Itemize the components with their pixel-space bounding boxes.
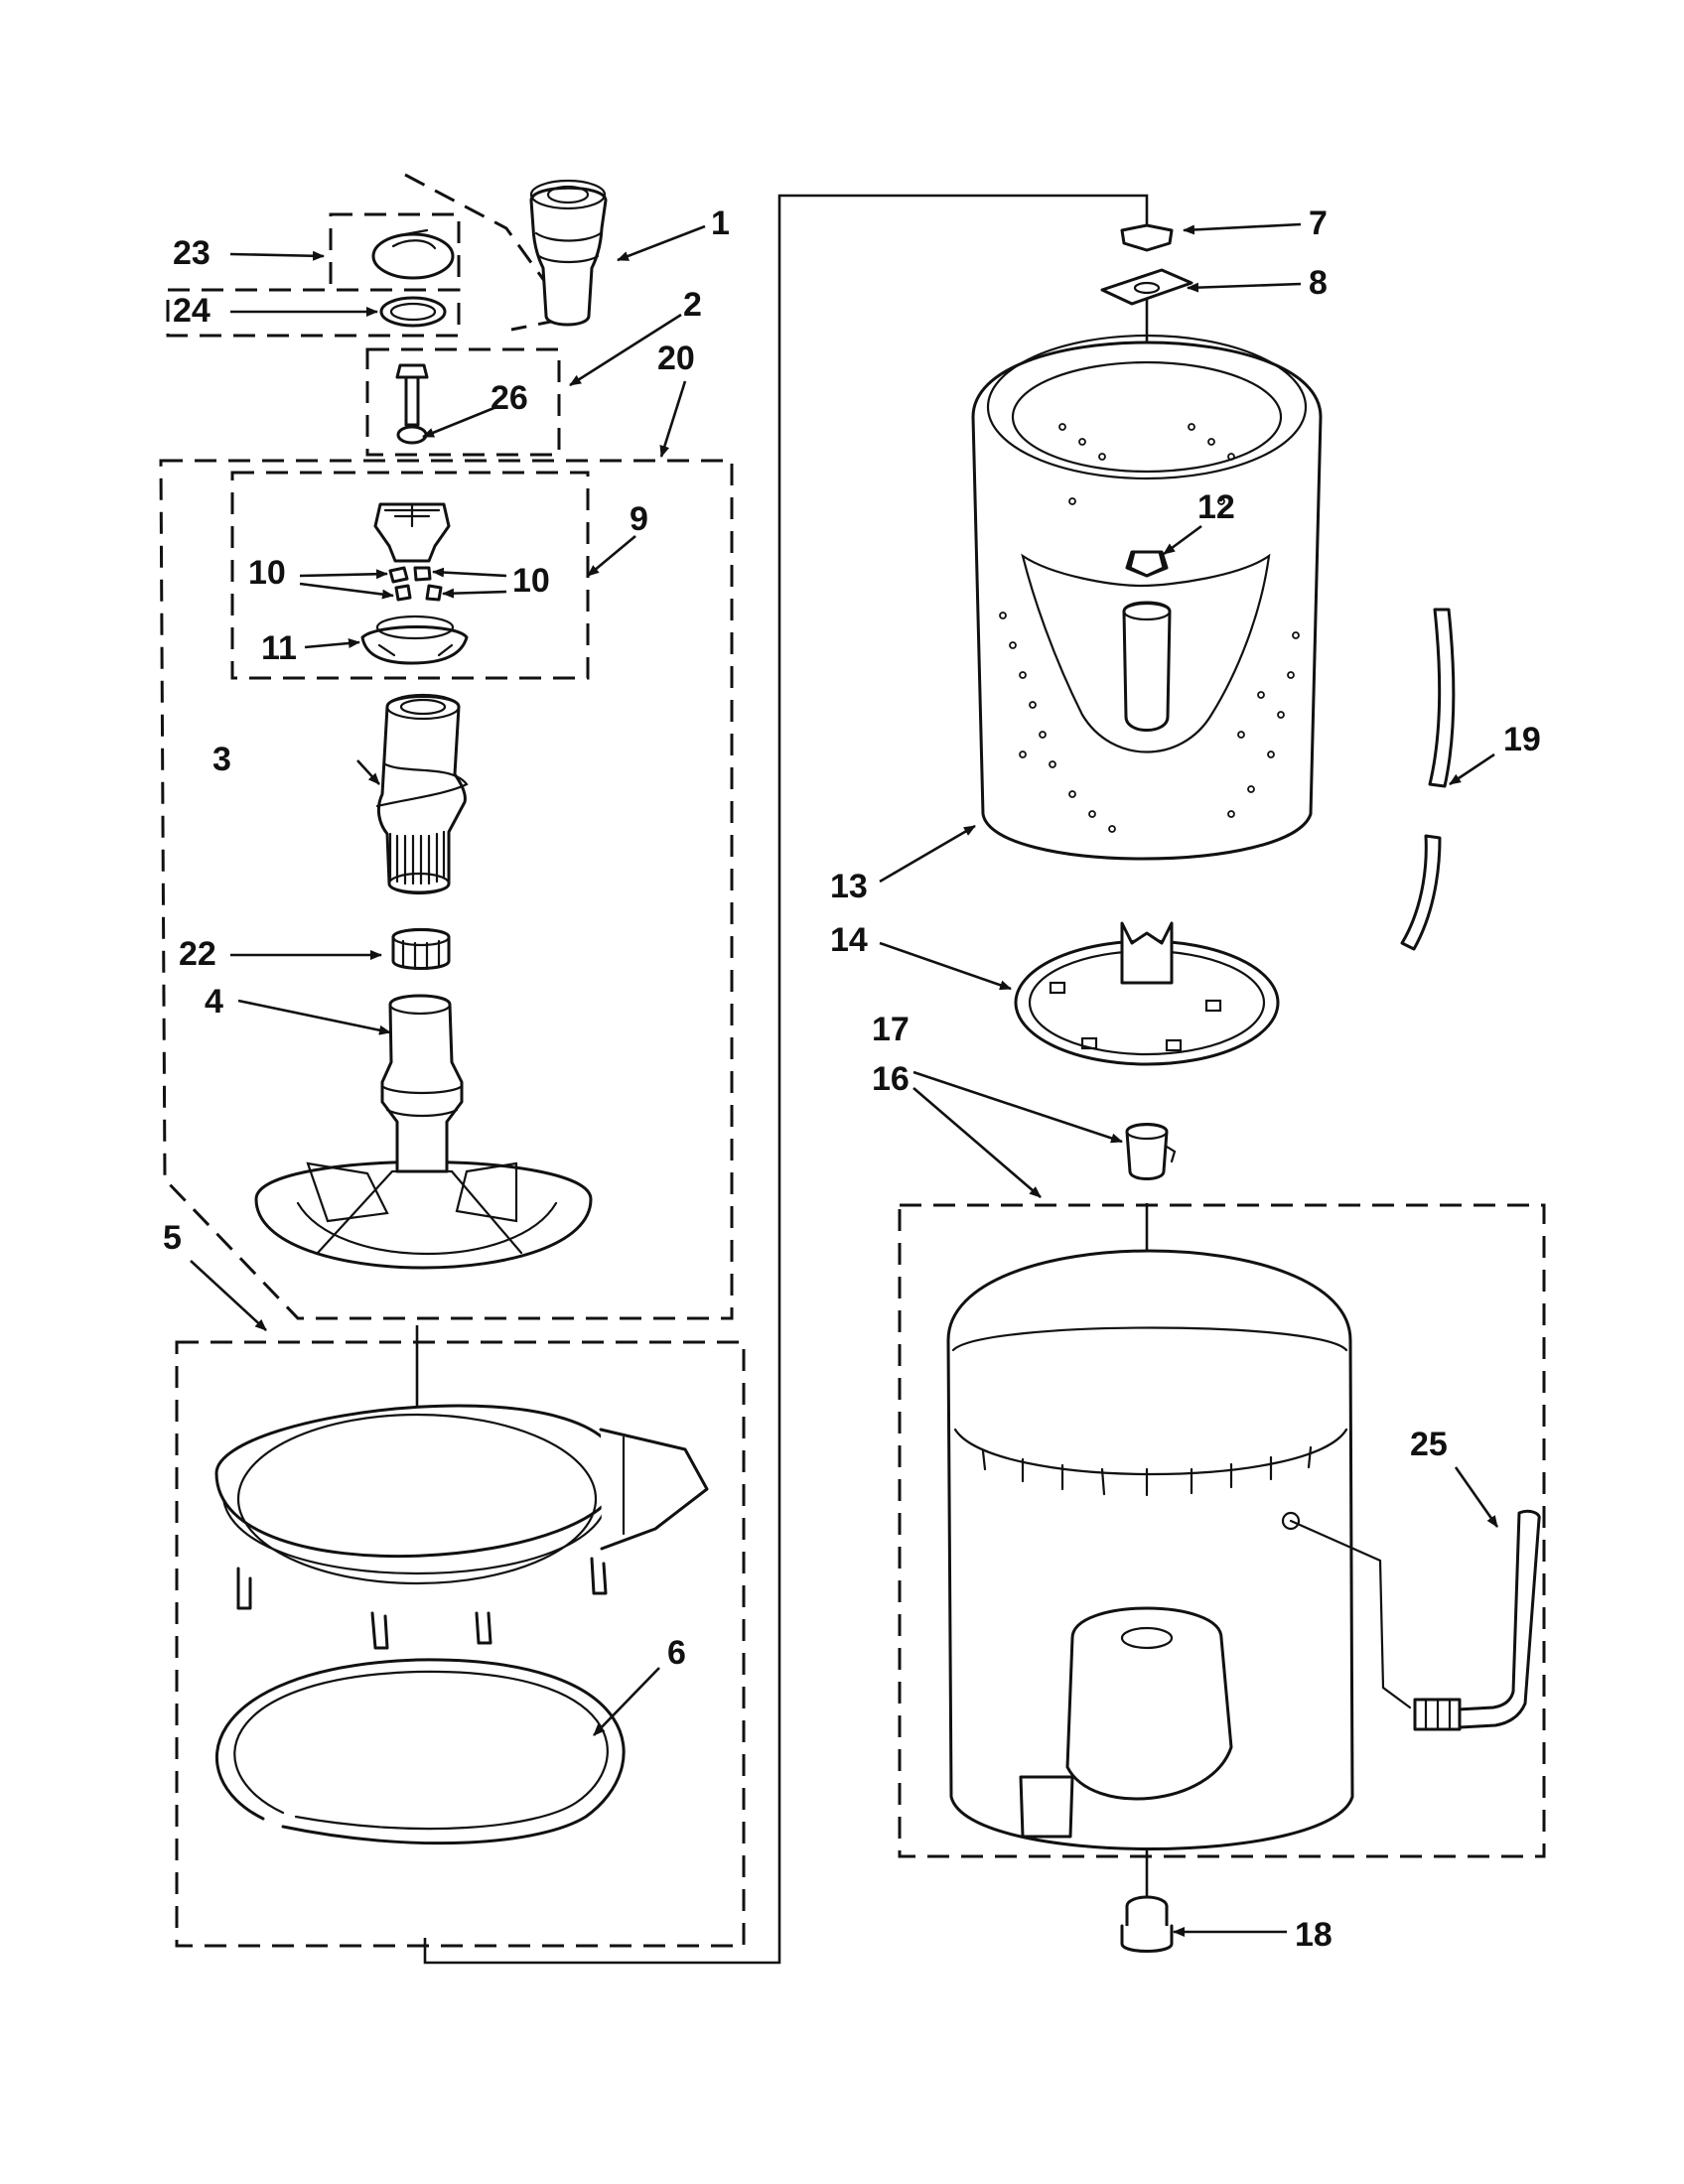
group-box-24 — [166, 288, 461, 338]
part-26-bolt — [395, 363, 429, 445]
part-13-spin-basket — [971, 334, 1323, 861]
group-box-5 — [175, 1340, 746, 1948]
callouts: 1 2 3 4 5 6 7 8 9 10 10 11 12 13 14 16 1… — [163, 205, 1541, 1954]
part-1-dispenser — [529, 179, 608, 327]
part-3-agitator — [375, 693, 469, 895]
callout-22: 22 — [179, 935, 216, 973]
part-4-drive-hub — [254, 994, 593, 1270]
part-25-hose — [1289, 1509, 1541, 1731]
part-7-nut — [1120, 223, 1174, 252]
group-box-9 — [230, 471, 590, 680]
callout-12: 12 — [1197, 488, 1235, 526]
group-boxes — [159, 212, 1546, 1948]
part-8-plate — [1100, 268, 1193, 306]
part-14-gasket — [1014, 921, 1280, 1066]
part-9-agitator-cam — [360, 502, 469, 665]
callout-4: 4 — [205, 983, 223, 1021]
part-19-strip — [1400, 608, 1456, 951]
part-18-fitting — [1120, 1895, 1174, 1953]
callout-25: 25 — [1410, 1426, 1448, 1463]
part-6-clamp-ring — [215, 1658, 626, 1845]
group-box-16 — [898, 1203, 1546, 1858]
callout-13: 13 — [830, 868, 868, 905]
callout-14: 14 — [830, 921, 868, 959]
callout-2: 2 — [683, 286, 702, 324]
part-16-outer-tub — [946, 1249, 1354, 1850]
callout-20: 20 — [657, 340, 695, 377]
part-5-tub-ring — [214, 1404, 709, 1650]
callout-18: 18 — [1295, 1916, 1333, 1954]
callout-24: 24 — [173, 292, 210, 330]
callout-9: 9 — [630, 500, 648, 538]
leader-lines — [190, 222, 1499, 1937]
part-12-nut — [1128, 550, 1166, 578]
callout-10-left: 10 — [248, 554, 286, 592]
callout-8: 8 — [1309, 264, 1328, 302]
callout-17: 17 — [872, 1011, 910, 1048]
basket-perforations — [999, 423, 1300, 833]
group-box-2 — [365, 347, 561, 457]
part-22-bearing — [391, 927, 451, 971]
part-24-ring — [379, 296, 447, 328]
callout-19: 19 — [1503, 721, 1541, 758]
callout-23: 23 — [173, 234, 210, 272]
part-23-cap — [371, 228, 455, 280]
group-box-20 — [159, 459, 734, 1320]
callout-10-right: 10 — [512, 562, 550, 600]
callout-3: 3 — [212, 741, 231, 778]
part-17-coupling — [1125, 1123, 1177, 1180]
callout-5: 5 — [163, 1219, 182, 1257]
callout-6: 6 — [667, 1634, 686, 1672]
callout-1: 1 — [711, 205, 730, 242]
callout-16: 16 — [872, 1060, 910, 1098]
callout-26: 26 — [491, 379, 528, 417]
callout-11: 11 — [261, 629, 297, 667]
callout-7: 7 — [1309, 205, 1328, 242]
